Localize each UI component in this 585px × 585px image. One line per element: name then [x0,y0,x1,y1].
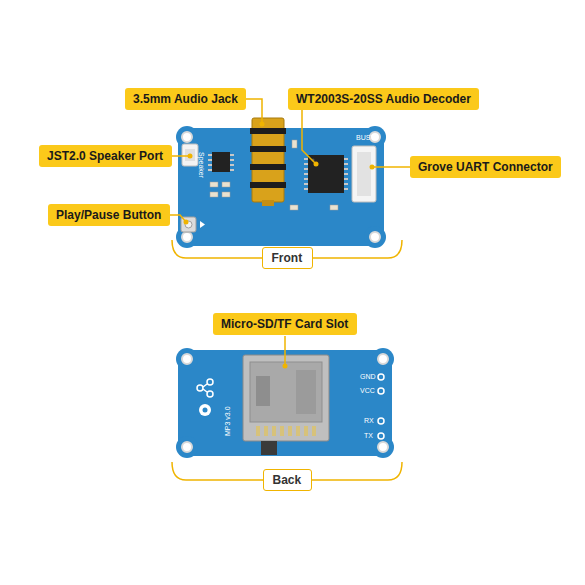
label-text: WT2003S-20SS Audio Decoder [296,92,471,106]
label-text: Micro-SD/TF Card Slot [221,317,349,331]
callout-label: 3.5mm Audio Jack [125,88,246,110]
silkscreen-label: MP3 v3.0 [224,406,232,436]
label-text: Front [272,251,303,265]
callout-label: Play/Pause Button [48,204,170,226]
silkscreen-label: Speaker [197,152,205,178]
silkscreen-label: GND [360,373,376,381]
callout-label: Grove UART Connector [410,156,561,178]
label-text: 3.5mm Audio Jack [133,92,238,106]
silkscreen-label: TX [364,432,373,440]
side-tag: Back [263,469,312,491]
silkscreen-label: RX [364,417,374,425]
back-board [176,348,394,458]
front-board [176,118,386,248]
callout-label: WT2003S-20SS Audio Decoder [288,88,479,110]
callout-label: JST2.0 Speaker Port [39,145,172,167]
silkscreen-label: BUSY [356,134,375,142]
leader-dots [184,122,375,369]
label-text: Back [273,473,302,487]
label-text: Play/Pause Button [56,208,162,222]
callout-label: Micro-SD/TF Card Slot [213,313,357,335]
label-text: JST2.0 Speaker Port [47,149,164,163]
brackets [172,240,402,480]
label-text: Grove UART Connector [418,160,553,174]
side-tag: Front [262,247,313,269]
silkscreen-label: VCC [360,387,375,395]
leader-lines [170,99,410,366]
